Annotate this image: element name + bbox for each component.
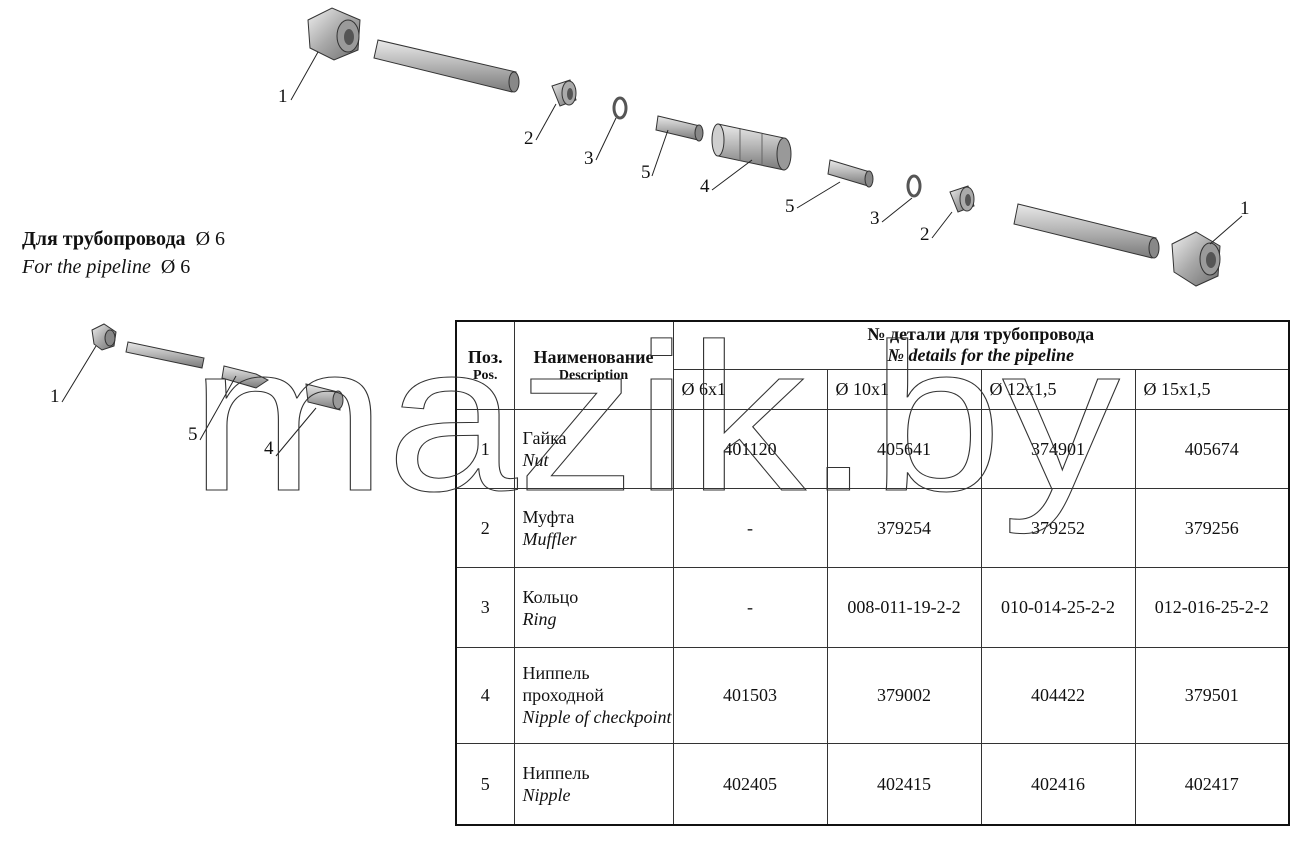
caption-ru-diameter: Ø 6 xyxy=(195,228,226,250)
cell-position: 3 xyxy=(455,567,515,648)
large-nut-right xyxy=(1171,231,1221,287)
nipple-right xyxy=(827,159,874,188)
header-size: Ø 6x1 xyxy=(672,368,828,410)
cell-part-number: 379501 xyxy=(1134,646,1290,745)
caption-en: For the pipeline Ø 6 xyxy=(22,256,190,279)
leader-lines-small xyxy=(61,345,317,457)
header-size: Ø 15x1,5 xyxy=(1134,368,1290,410)
cell-part-number: 010-014-25-2-2 xyxy=(980,567,1136,648)
small-tube xyxy=(125,341,205,369)
cell-part-number: 374901 xyxy=(980,408,1136,490)
small-through-nipple xyxy=(305,383,344,411)
cell-part-number: 379254 xyxy=(826,488,982,569)
callout-label: 2 xyxy=(920,224,930,245)
parts-table: Поз. Pos. Наименование Description № дет… xyxy=(455,320,1291,826)
cell-part-number: 405674 xyxy=(1134,408,1290,490)
callout-label: 4 xyxy=(264,438,274,459)
header-part-numbers: № детали для трубопровода № details for … xyxy=(672,320,1290,370)
callout-label: 5 xyxy=(188,424,198,445)
callout-label: 5 xyxy=(785,196,795,217)
muffler-left xyxy=(551,79,577,107)
cell-part-number: 402405 xyxy=(672,743,828,826)
callout-label: 2 xyxy=(524,128,534,149)
cell-part-number: 379256 xyxy=(1134,488,1290,569)
cell-part-number: 379002 xyxy=(826,646,982,745)
cell-part-number: 008-011-19-2-2 xyxy=(826,567,982,648)
cell-part-number: 402416 xyxy=(980,743,1136,826)
cell-position: 5 xyxy=(455,743,515,826)
ring-left xyxy=(612,96,628,120)
tube-right xyxy=(1013,203,1160,259)
cell-part-number: - xyxy=(672,567,828,648)
leader-lines-upper xyxy=(290,51,1243,245)
ring-right xyxy=(906,174,922,198)
callout-label: 3 xyxy=(584,148,594,169)
cell-part-number: 379252 xyxy=(980,488,1136,569)
header-size: Ø 10x1 xyxy=(826,368,982,410)
muffler-right xyxy=(949,185,975,213)
small-nut xyxy=(91,323,117,351)
callout-label: 1 xyxy=(50,386,60,407)
small-nipple xyxy=(221,365,269,389)
callout-label: 1 xyxy=(1240,198,1250,219)
through-nipple-center xyxy=(711,123,792,171)
cell-part-number: 401503 xyxy=(672,646,828,745)
callout-label: 5 xyxy=(641,162,651,183)
cell-part-number: 401120 xyxy=(672,408,828,490)
callout-label: 3 xyxy=(870,208,880,229)
header-size: Ø 12x1,5 xyxy=(980,368,1136,410)
nipple-left xyxy=(655,115,704,142)
cell-part-number: - xyxy=(672,488,828,569)
cell-part-number: 404422 xyxy=(980,646,1136,745)
tube-left xyxy=(373,39,520,93)
cell-part-number: 402415 xyxy=(826,743,982,826)
caption-ru: Для трубопровода Ø 6 xyxy=(22,228,225,251)
cell-position: 1 xyxy=(455,408,515,490)
caption-en-label: For the pipeline xyxy=(22,256,151,278)
caption-en-diameter: Ø 6 xyxy=(160,256,191,278)
callouts-small: 1 5 4 xyxy=(50,386,274,459)
header-description: Наименование Description xyxy=(513,320,674,410)
header-position: Поз. Pos. xyxy=(455,320,515,410)
cell-part-number: 012-016-25-2-2 xyxy=(1134,567,1290,648)
cell-part-number: 402417 xyxy=(1134,743,1290,826)
callouts-upper: 1 2 3 5 4 5 3 2 1 xyxy=(278,86,1250,245)
table-header-row: Поз. Pos. Наименование Description № дет… xyxy=(455,320,1290,410)
callout-label: 1 xyxy=(278,86,288,107)
large-nut-left xyxy=(307,7,361,61)
cell-position: 2 xyxy=(455,488,515,569)
cell-part-number: 405641 xyxy=(826,408,982,490)
cell-position: 4 xyxy=(455,646,515,745)
callout-label: 4 xyxy=(700,176,710,197)
caption-ru-label: Для трубопровода xyxy=(22,228,186,250)
